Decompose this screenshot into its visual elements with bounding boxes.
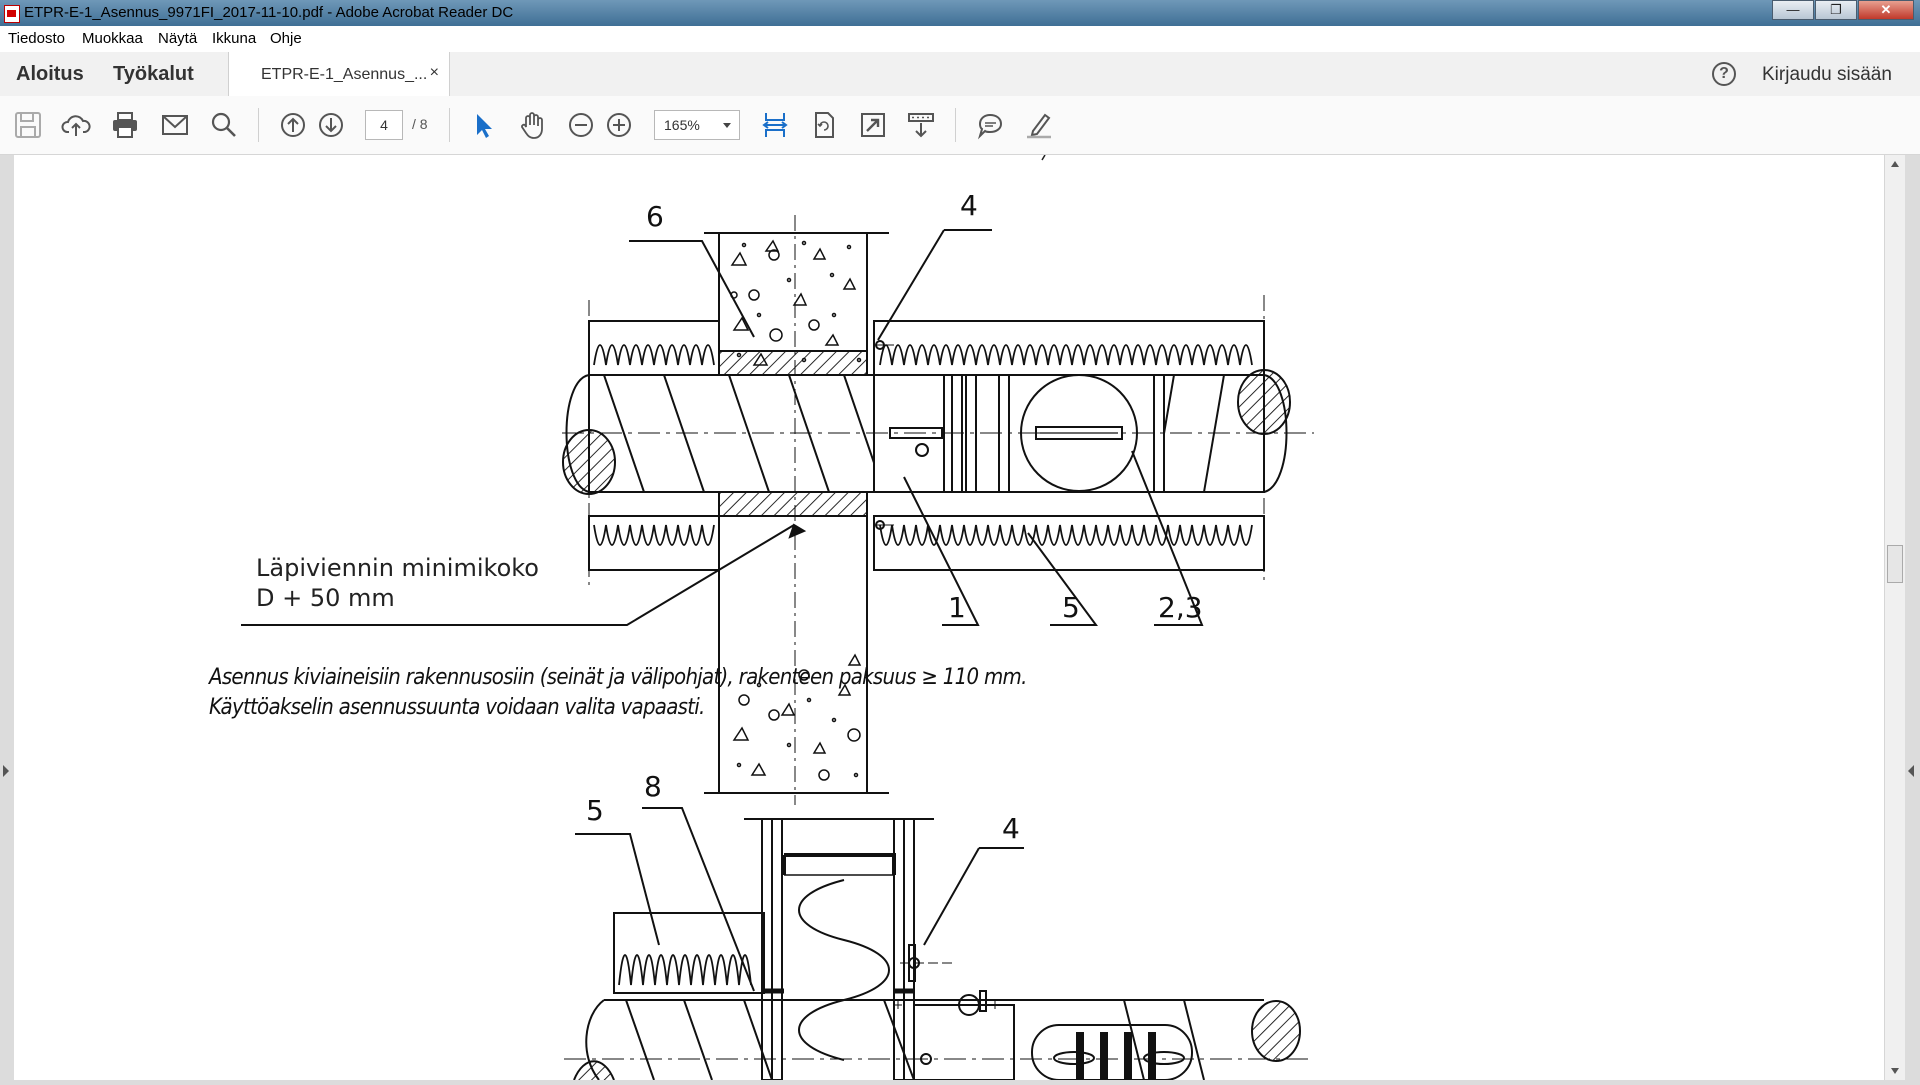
tab-tools[interactable]: Työkalut (113, 63, 194, 85)
drawing-2-labels: 5 8 4 (586, 770, 1020, 845)
drawing-2 (564, 807, 1314, 1081)
label-1: 1 (948, 591, 966, 624)
comment-icon[interactable] (975, 110, 1005, 140)
close-button[interactable]: ✕ (1858, 0, 1914, 20)
drawing-1 (241, 215, 1314, 805)
toolbar: 4 / 8 165% (0, 96, 1920, 155)
min-opening-value: D + 50 mm (256, 584, 395, 612)
tab-document[interactable]: ETPR-E-1_Asennus_... × (228, 52, 450, 97)
title-bar: ETPR-E-1_Asennus_9971FI_2017-11-10.pdf -… (0, 0, 1920, 26)
caption-line-1: Asennus kiviaineisiin rakennusosiin (sei… (209, 665, 1027, 690)
scroll-thumb[interactable] (1887, 545, 1903, 583)
search-icon[interactable] (209, 110, 239, 140)
pdf-page: 6 4 1 5 2,3 (14, 154, 1884, 1081)
right-pane-toggle-icon[interactable] (1908, 765, 1914, 777)
toolbar-separator (258, 108, 259, 142)
full-screen-icon[interactable] (858, 110, 888, 140)
menu-edit[interactable]: Muokkaa (82, 30, 143, 47)
rotate-page-icon[interactable] (809, 110, 839, 140)
scroll-down-icon[interactable] (1891, 1068, 1899, 1074)
upload-cloud-icon[interactable] (61, 110, 91, 140)
previous-page-icon[interactable] (278, 110, 308, 140)
zoom-out-icon[interactable] (566, 110, 596, 140)
highlight-pen-icon[interactable] (1024, 110, 1054, 140)
technical-drawing: 6 4 1 5 2,3 (241, 154, 1314, 1081)
signin-link[interactable]: Kirjaudu sisään (1762, 64, 1892, 85)
drawing-1-labels: 6 4 1 5 2,3 (646, 189, 1203, 624)
close-tab-icon[interactable]: × (429, 64, 439, 81)
min-opening-label: Läpiviennin minimikoko (256, 554, 539, 582)
zoom-in-icon[interactable] (604, 110, 634, 140)
next-page-icon[interactable] (316, 110, 346, 140)
tab-bar: Aloitus Työkalut ETPR-E-1_Asennus_... × … (0, 52, 1920, 97)
fit-width-icon[interactable] (760, 110, 790, 140)
menu-bar: Tiedosto Muokkaa Näytä Ikkuna Ohje (0, 26, 1920, 53)
minimize-button[interactable]: — (1772, 0, 1814, 20)
page-total: / 8 (412, 116, 428, 132)
save-icon[interactable] (13, 110, 43, 140)
restore-button[interactable]: ❐ (1815, 0, 1857, 20)
label-4: 4 (960, 189, 978, 222)
label-5: 5 (1062, 591, 1080, 624)
toolbar-separator (449, 108, 450, 142)
label-2-3: 2,3 (1158, 591, 1203, 624)
label-6: 6 (646, 200, 664, 233)
label-8: 8 (644, 770, 662, 803)
window-title: ETPR-E-1_Asennus_9971FI_2017-11-10.pdf -… (24, 4, 514, 21)
zoom-value: 165% (664, 117, 700, 133)
help-icon[interactable]: ? (1712, 62, 1736, 86)
page-number-input[interactable]: 4 (365, 110, 403, 140)
print-icon[interactable] (110, 110, 140, 140)
select-pointer-icon[interactable] (468, 110, 498, 140)
label-4: 4 (1002, 812, 1020, 845)
hand-tool-icon[interactable] (517, 110, 547, 140)
email-icon[interactable] (160, 110, 190, 140)
window-controls: — ❐ ✕ (1771, 0, 1914, 22)
chevron-down-icon (723, 123, 731, 128)
toolbar-separator (955, 108, 956, 142)
document-viewer[interactable]: 6 4 1 5 2,3 (0, 154, 1920, 1081)
scroll-up-icon[interactable] (1891, 161, 1899, 167)
tab-home[interactable]: Aloitus (16, 63, 84, 85)
menu-window[interactable]: Ikkuna (212, 30, 257, 47)
left-pane-toggle-icon[interactable] (3, 765, 9, 777)
acrobat-icon (4, 5, 20, 23)
menu-help[interactable]: Ohje (270, 30, 302, 47)
vertical-scrollbar[interactable] (1884, 155, 1905, 1080)
zoom-select[interactable]: 165% (654, 110, 740, 140)
caption-line-2: Käyttöakselin asennussuunta voidaan vali… (209, 695, 705, 720)
label-5: 5 (586, 794, 604, 827)
read-mode-icon[interactable] (906, 110, 936, 140)
menu-file[interactable]: Tiedosto (8, 30, 65, 47)
menu-view[interactable]: Näytä (158, 30, 198, 47)
tab-document-label: ETPR-E-1_Asennus_... (261, 66, 428, 83)
